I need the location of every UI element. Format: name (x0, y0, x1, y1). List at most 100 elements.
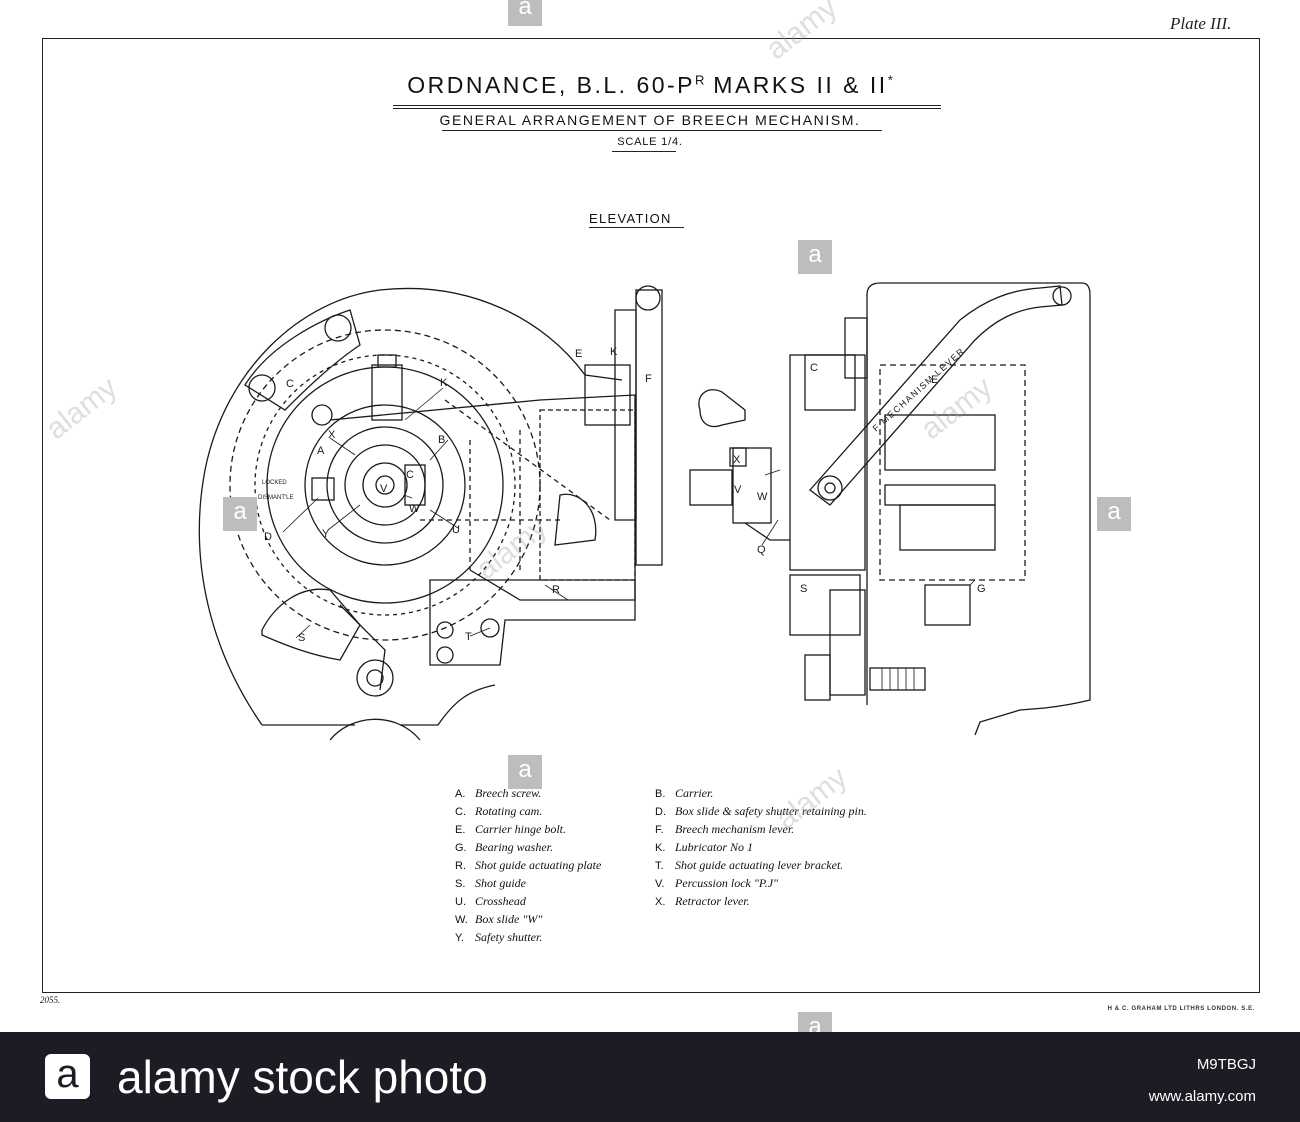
legend-item: D. Box slide & safety shutter retaining p… (655, 802, 955, 820)
lubricator-body (371, 364, 403, 421)
legend-key: F. (655, 824, 664, 836)
cam-bolt-left (248, 374, 276, 402)
breech-slot-lower (899, 504, 996, 551)
legend-text: Shot guide actuating lever bracket. (675, 858, 844, 872)
r-label-v: V (734, 484, 742, 496)
r-label-q: Q (757, 544, 766, 556)
label-dismantle: DISMANT'LE (258, 495, 293, 501)
legend-text: Box slide "W" (475, 912, 543, 926)
side-cam-block (804, 354, 856, 411)
side-lever-pivot-inner (824, 482, 836, 494)
alamy-logo-icon: a (45, 1054, 90, 1099)
legend-key: W. (455, 914, 468, 926)
firing-handle (698, 389, 746, 428)
right-view-labels: C E G Q S V W X (733, 362, 986, 595)
legend-key: S. (455, 878, 466, 890)
r-label-e: E (931, 374, 938, 386)
carrier-hinge-block (584, 364, 631, 426)
legend-item: V. Percussion lock "P.J" (655, 874, 955, 892)
legend-text: Retractor lever. (675, 894, 750, 908)
watermark-logo: a (1097, 497, 1131, 531)
legend-item: T.Shot guide actuating lever bracket. (655, 856, 955, 874)
legend-item: R.Shot guide actuating plate (455, 856, 655, 874)
legend-text: Percussion lock "P.J" (675, 876, 779, 890)
drawing-number: 2055. (40, 995, 61, 1005)
drawing-subtitle: GENERAL ARRANGEMENT OF BREECH MECHANISM. (439, 112, 861, 128)
legend-column-left: A.Breech screw. C.Rotating cam. E.Carrie… (455, 784, 655, 946)
r-label-c: C (810, 362, 818, 374)
legend-text: Carrier. (675, 786, 714, 800)
title-marks: MARKS II & II (704, 72, 888, 98)
drawing-scale: SCALE 1/4. (617, 136, 683, 148)
r-label-g: G (977, 583, 986, 595)
legend-item: A.Breech screw. (455, 784, 655, 802)
cam-bolt-upper (324, 314, 352, 342)
breech-screw-circle (304, 404, 466, 566)
legend-text: Crosshead (475, 894, 526, 908)
bracket-bolt-3 (480, 618, 500, 638)
label-c: C (286, 378, 294, 390)
title-underline (393, 105, 941, 106)
legend-key: G. (455, 842, 467, 854)
legend-item: K.Lubricator No 1 (655, 838, 955, 856)
cam-pivot (311, 404, 333, 426)
legend-column-right: B. Carrier. D. Box slide & safety shutter … (655, 784, 955, 910)
leader-lines-right (761, 469, 976, 586)
label-k: K (440, 377, 448, 389)
side-carrier-block (789, 354, 866, 571)
legend-item: X.Retractor lever. (655, 892, 955, 910)
legend-key: D. (655, 806, 666, 818)
side-shot-guide (789, 574, 861, 636)
printer-credit: H & C. GRAHAM LTD LITHRS LONDON. S.E. (1107, 1006, 1255, 1012)
legend-key: B. (655, 788, 666, 800)
title-underline-second (393, 108, 941, 109)
footer-site: www.alamy.com (1148, 1088, 1256, 1105)
breech-dashed-ring (254, 354, 516, 616)
legend-text: Box slide & safety shutter retaining pin… (675, 804, 867, 818)
watermark-logo: a (798, 240, 832, 274)
drawing-sheet-border (42, 38, 1260, 993)
label-c2: C (406, 469, 414, 481)
legend-key: K. (655, 842, 666, 854)
breech-mechanism-lever (635, 289, 663, 566)
right-elevation-view: F MECHANISM LEVER C E G Q S V W X (689, 282, 1091, 736)
box-slide-w (732, 447, 772, 524)
r-label-w: W (757, 491, 768, 503)
side-lower-plate (804, 654, 831, 701)
label-k2: K (610, 346, 618, 358)
side-bolt (869, 667, 926, 691)
legend-key: Y. (455, 932, 464, 944)
legend-item: B. Carrier. (655, 784, 955, 802)
box-slide-extension (744, 522, 790, 541)
carrier-plate (539, 409, 636, 581)
breech-mechanism-drawing: A B C C D E F K K R S T U V W X Y LOCKED… (198, 282, 1091, 741)
legend-key: C. (455, 806, 466, 818)
legend-text: Carrier hinge bolt. (475, 822, 567, 836)
legend-item: Y. Safety shutter. (455, 928, 655, 946)
legend-text: Safety shutter. (475, 930, 543, 944)
lever-pivot-top (635, 285, 661, 311)
barrel-seat-arc (329, 718, 421, 741)
legend-key: V. (655, 878, 665, 890)
legend-item: F.Breech mechanism lever. (655, 820, 955, 838)
lever-bracket (614, 309, 637, 521)
breech-ring-outline (198, 287, 623, 726)
r-label-x: X (733, 454, 741, 466)
scale-underline (612, 151, 676, 152)
side-carrier-hinge (844, 317, 868, 379)
crosshead-pin-inner (366, 669, 384, 687)
subtitle-underline (442, 130, 882, 131)
title-main: ORDNANCE, B.L. 60-P (407, 72, 696, 98)
label-x: X (328, 429, 336, 441)
legend-text: Breech screw. (475, 786, 542, 800)
label-locked: LOCKED (262, 480, 287, 486)
label-y: Y (322, 528, 330, 540)
legend-text: Bearing washer. (475, 840, 553, 854)
left-view-labels: A B C C D E F K K R S T U V W X Y LOCKED… (258, 346, 652, 644)
label-s: S (298, 632, 305, 644)
label-d: D (264, 531, 272, 543)
rotating-cam-arm (244, 309, 361, 411)
legend-key: U. (455, 896, 466, 908)
legend-text: Rotating cam. (475, 804, 543, 818)
r-label-s: S (800, 583, 807, 595)
